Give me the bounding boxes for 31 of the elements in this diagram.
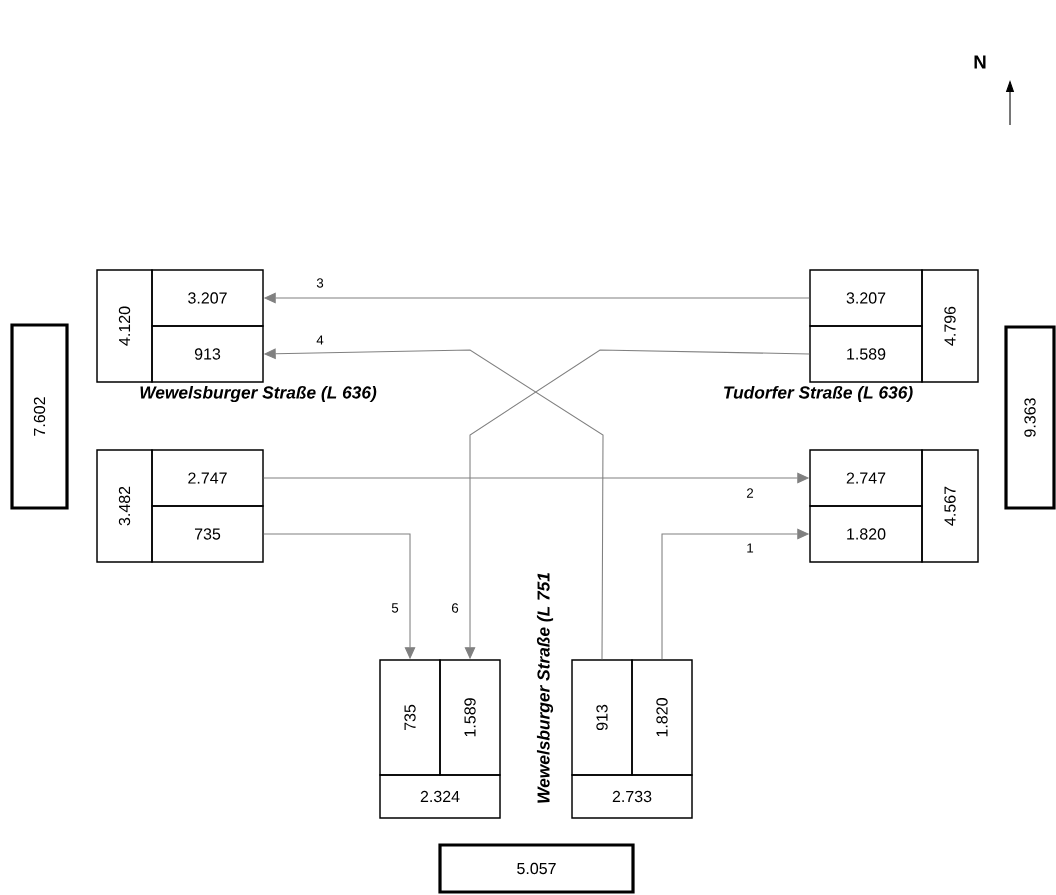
total-box: 7.602 (10, 323, 69, 510)
count-cell: 1.589 (809, 325, 923, 383)
count-cell: 3.207 (151, 269, 264, 327)
edge-label: 3 (314, 276, 326, 290)
count-cell: 1.589 (439, 659, 501, 776)
count-cell: 735 (379, 659, 441, 776)
count-cell: 913 (151, 325, 264, 383)
count-cell: 735 (151, 505, 264, 563)
count-cell: 3.207 (809, 269, 923, 327)
count-cell: 1.820 (631, 659, 693, 776)
count-cell: 3.482 (96, 449, 153, 563)
count-cell: 2.747 (151, 449, 264, 507)
count-cell: 4.796 (921, 269, 979, 383)
count-cell: 4.567 (921, 449, 979, 563)
count-cell: 2.324 (379, 774, 501, 819)
count-cell: 1.820 (809, 505, 923, 563)
edge-label: 4 (314, 334, 326, 346)
road-name: Wewelsburger Straße (L 636) (140, 385, 377, 403)
count-cell: 2.747 (809, 449, 923, 507)
count-cell: 2.733 (571, 774, 693, 819)
count-cell: 913 (571, 659, 633, 776)
edge-label: 2 (744, 487, 756, 499)
total-box: 9.363 (1004, 325, 1056, 510)
north-label: N (974, 55, 986, 69)
edge-label: 5 (389, 602, 401, 614)
road-name: Tudorfer Straße (L 636) (724, 385, 913, 403)
road-name: Wewelsburger Straße (L 751 (536, 573, 554, 803)
edge-label: 6 (449, 601, 461, 615)
count-cell: 4.120 (96, 269, 153, 383)
edge-label: 1 (744, 542, 756, 554)
total-box: 5.057 (438, 843, 635, 894)
